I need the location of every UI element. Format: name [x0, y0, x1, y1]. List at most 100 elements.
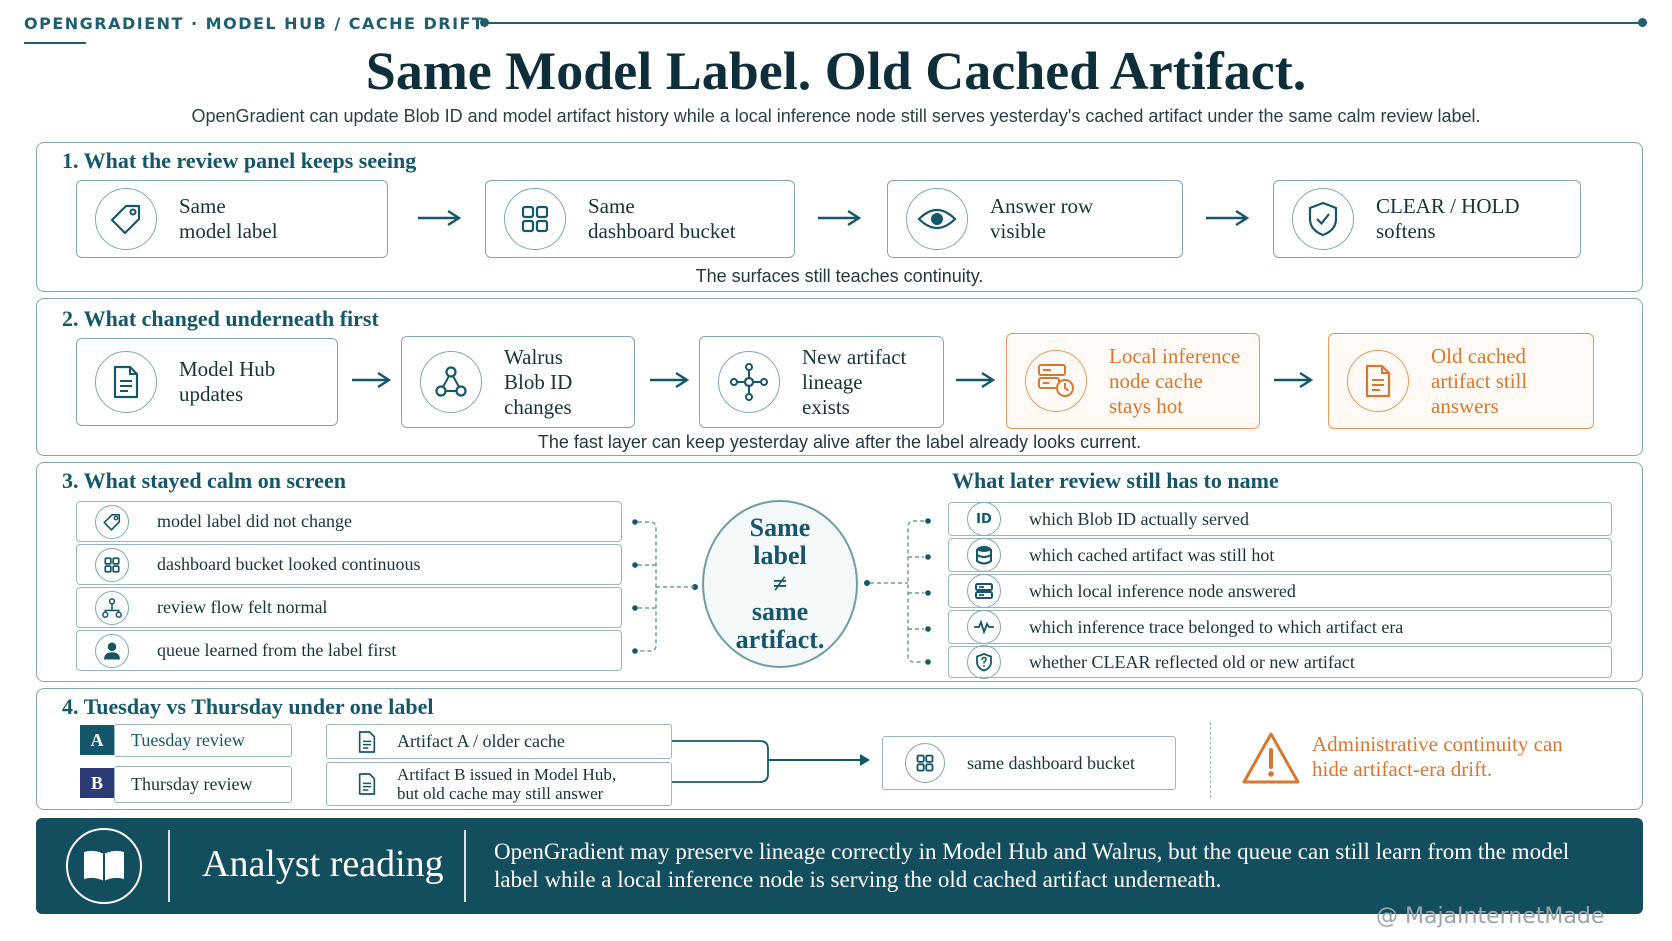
card-label-line1: Old cached — [1431, 343, 1527, 368]
center-line5: artifact. — [735, 625, 825, 654]
server-clock-icon — [1025, 350, 1087, 412]
section-1-caption: The surfaces still teaches continuity. — [695, 266, 984, 286]
arrow-right-icon — [352, 371, 392, 389]
card-label-line2: lineage — [802, 369, 863, 394]
center-line3: ≠ — [772, 569, 788, 598]
bucket-text: same dashboard bucket — [967, 752, 1135, 773]
list-item-text: review flow felt normal — [157, 597, 328, 617]
section-3-title: 3. What stayed calm on screen — [62, 468, 346, 493]
same-label-not-same-artifact-circle: Same label ≠ same artifact. — [702, 500, 858, 668]
document-icon — [358, 773, 376, 795]
center-line4: same — [751, 597, 809, 626]
center-line1: Same — [749, 513, 811, 542]
page-subtitle: OpenGradient can update Blob ID and mode… — [191, 106, 1481, 126]
eye-icon — [906, 188, 968, 250]
arrow-right-icon — [818, 209, 862, 227]
artifact-a-text: Artifact A / older cache — [397, 731, 565, 751]
review-label-text: Tuesday review — [131, 730, 245, 750]
card-label-line1: New artifact — [802, 344, 907, 369]
document-icon — [358, 730, 376, 753]
arrow-right-icon — [650, 371, 690, 389]
card-label-line2: softens — [1376, 219, 1436, 243]
right-bracket-connector — [864, 518, 931, 665]
id-icon: ID — [967, 502, 1001, 536]
list-item-text: which Blob ID actually served — [1029, 508, 1249, 529]
artifact-b-line2: but old cache may still answer — [397, 784, 604, 803]
center-line2: label — [753, 541, 807, 570]
card-label-line1: Same — [588, 194, 635, 218]
card-label-line2: Blob ID — [504, 369, 573, 394]
same-dashboard-bucket-box: same dashboard bucket — [882, 736, 1176, 790]
tag-icon — [95, 504, 129, 539]
network-icon — [420, 351, 482, 413]
footer-heading: Analyst reading — [202, 843, 444, 885]
list-item-model-label: model label did not change — [76, 501, 622, 542]
lineage-icon — [718, 351, 780, 413]
list-item-dashboard-bucket: dashboard bucket looked continuous — [76, 544, 622, 585]
list-item-text: model label did not change — [157, 511, 352, 531]
section-2-title: 2. What changed underneath first — [62, 306, 379, 331]
tag-icon — [95, 188, 157, 250]
card-label-line1: Local inference — [1109, 343, 1241, 368]
header-rule-dot-right — [1638, 18, 1647, 27]
list-item-text: which local inference node answered — [1029, 580, 1296, 601]
brand-underline — [24, 42, 86, 44]
list-item-review-flow: review flow felt normal — [76, 587, 622, 628]
card-label-line3: exists — [802, 394, 850, 419]
card-label-line2: node cache — [1109, 368, 1203, 393]
book-icon — [66, 828, 142, 904]
list-item-cached-artifact-hot: which cached artifact was still hot — [948, 538, 1612, 572]
list-item-clear-reflected: whether CLEAR reflected old or new artif… — [948, 645, 1612, 679]
analyst-reading-footer: Analyst reading OpenGradient may preserv… — [36, 818, 1643, 914]
list-item-queue-learned: queue learned from the label first — [76, 630, 622, 671]
card-label-line1: Same — [179, 194, 226, 218]
footer-divider — [168, 830, 170, 902]
card-label-line1: Model Hub — [179, 357, 276, 381]
list-item-text: dashboard bucket looked continuous — [157, 554, 421, 574]
section-4-divider — [1210, 722, 1211, 798]
merge-arrow-connector — [672, 740, 870, 783]
pulse-icon — [967, 610, 1001, 644]
document-icon — [1347, 350, 1409, 412]
arrow-right-icon — [956, 371, 996, 389]
shield-check-icon — [1292, 188, 1354, 250]
left-bracket-connector — [632, 519, 698, 654]
badge-b: B — [80, 768, 114, 798]
card-label-line2: visible — [990, 219, 1046, 243]
list-item-text: whether CLEAR reflected old or new artif… — [1029, 651, 1355, 672]
card-label-line3: stays hot — [1109, 393, 1184, 418]
brand-breadcrumb: OPENGRADIENT · MODEL HUB / CACHE DRIFT — [24, 14, 485, 33]
card-label-line2: dashboard bucket — [588, 219, 736, 243]
arrow-right-icon — [418, 209, 462, 227]
list-item-text: which inference trace belonged to which … — [1029, 616, 1404, 637]
arrow-right-icon — [1206, 209, 1250, 227]
section-4-panel — [36, 688, 1643, 810]
watermark: @ MajaInternetMade — [1376, 904, 1605, 929]
list-item-text: which cached artifact was still hot — [1029, 544, 1275, 565]
badge-a: A — [80, 725, 114, 755]
server-icon — [967, 574, 1001, 608]
grid-icon — [95, 547, 129, 582]
section-3-right-title: What later review still has to name — [952, 468, 1279, 493]
warning-icon — [1242, 732, 1300, 784]
header-rule — [486, 22, 1644, 24]
artifact-b-line1: Artifact B issued in Model Hub, — [397, 765, 617, 784]
header-rule-dot-left — [480, 18, 489, 27]
section-2-caption: The fast layer can keep yesterday alive … — [537, 432, 1142, 452]
card-label-line2: model label — [179, 219, 278, 243]
grid-icon — [504, 188, 566, 250]
list-item-text: queue learned from the label first — [157, 640, 397, 660]
footer-body: OpenGradient may preserve lineage correc… — [494, 839, 1570, 892]
card-label-line2: artifact still — [1431, 368, 1528, 393]
card-label-line3: answers — [1431, 393, 1499, 418]
card-label-line3: changes — [504, 394, 572, 419]
card-label-line1: CLEAR / HOLD — [1376, 194, 1520, 218]
thursday-review-label: Thursday review — [114, 766, 292, 803]
list-item-blob-id-served: ID which Blob ID actually served — [948, 502, 1612, 536]
shield-question-icon — [967, 645, 1001, 679]
